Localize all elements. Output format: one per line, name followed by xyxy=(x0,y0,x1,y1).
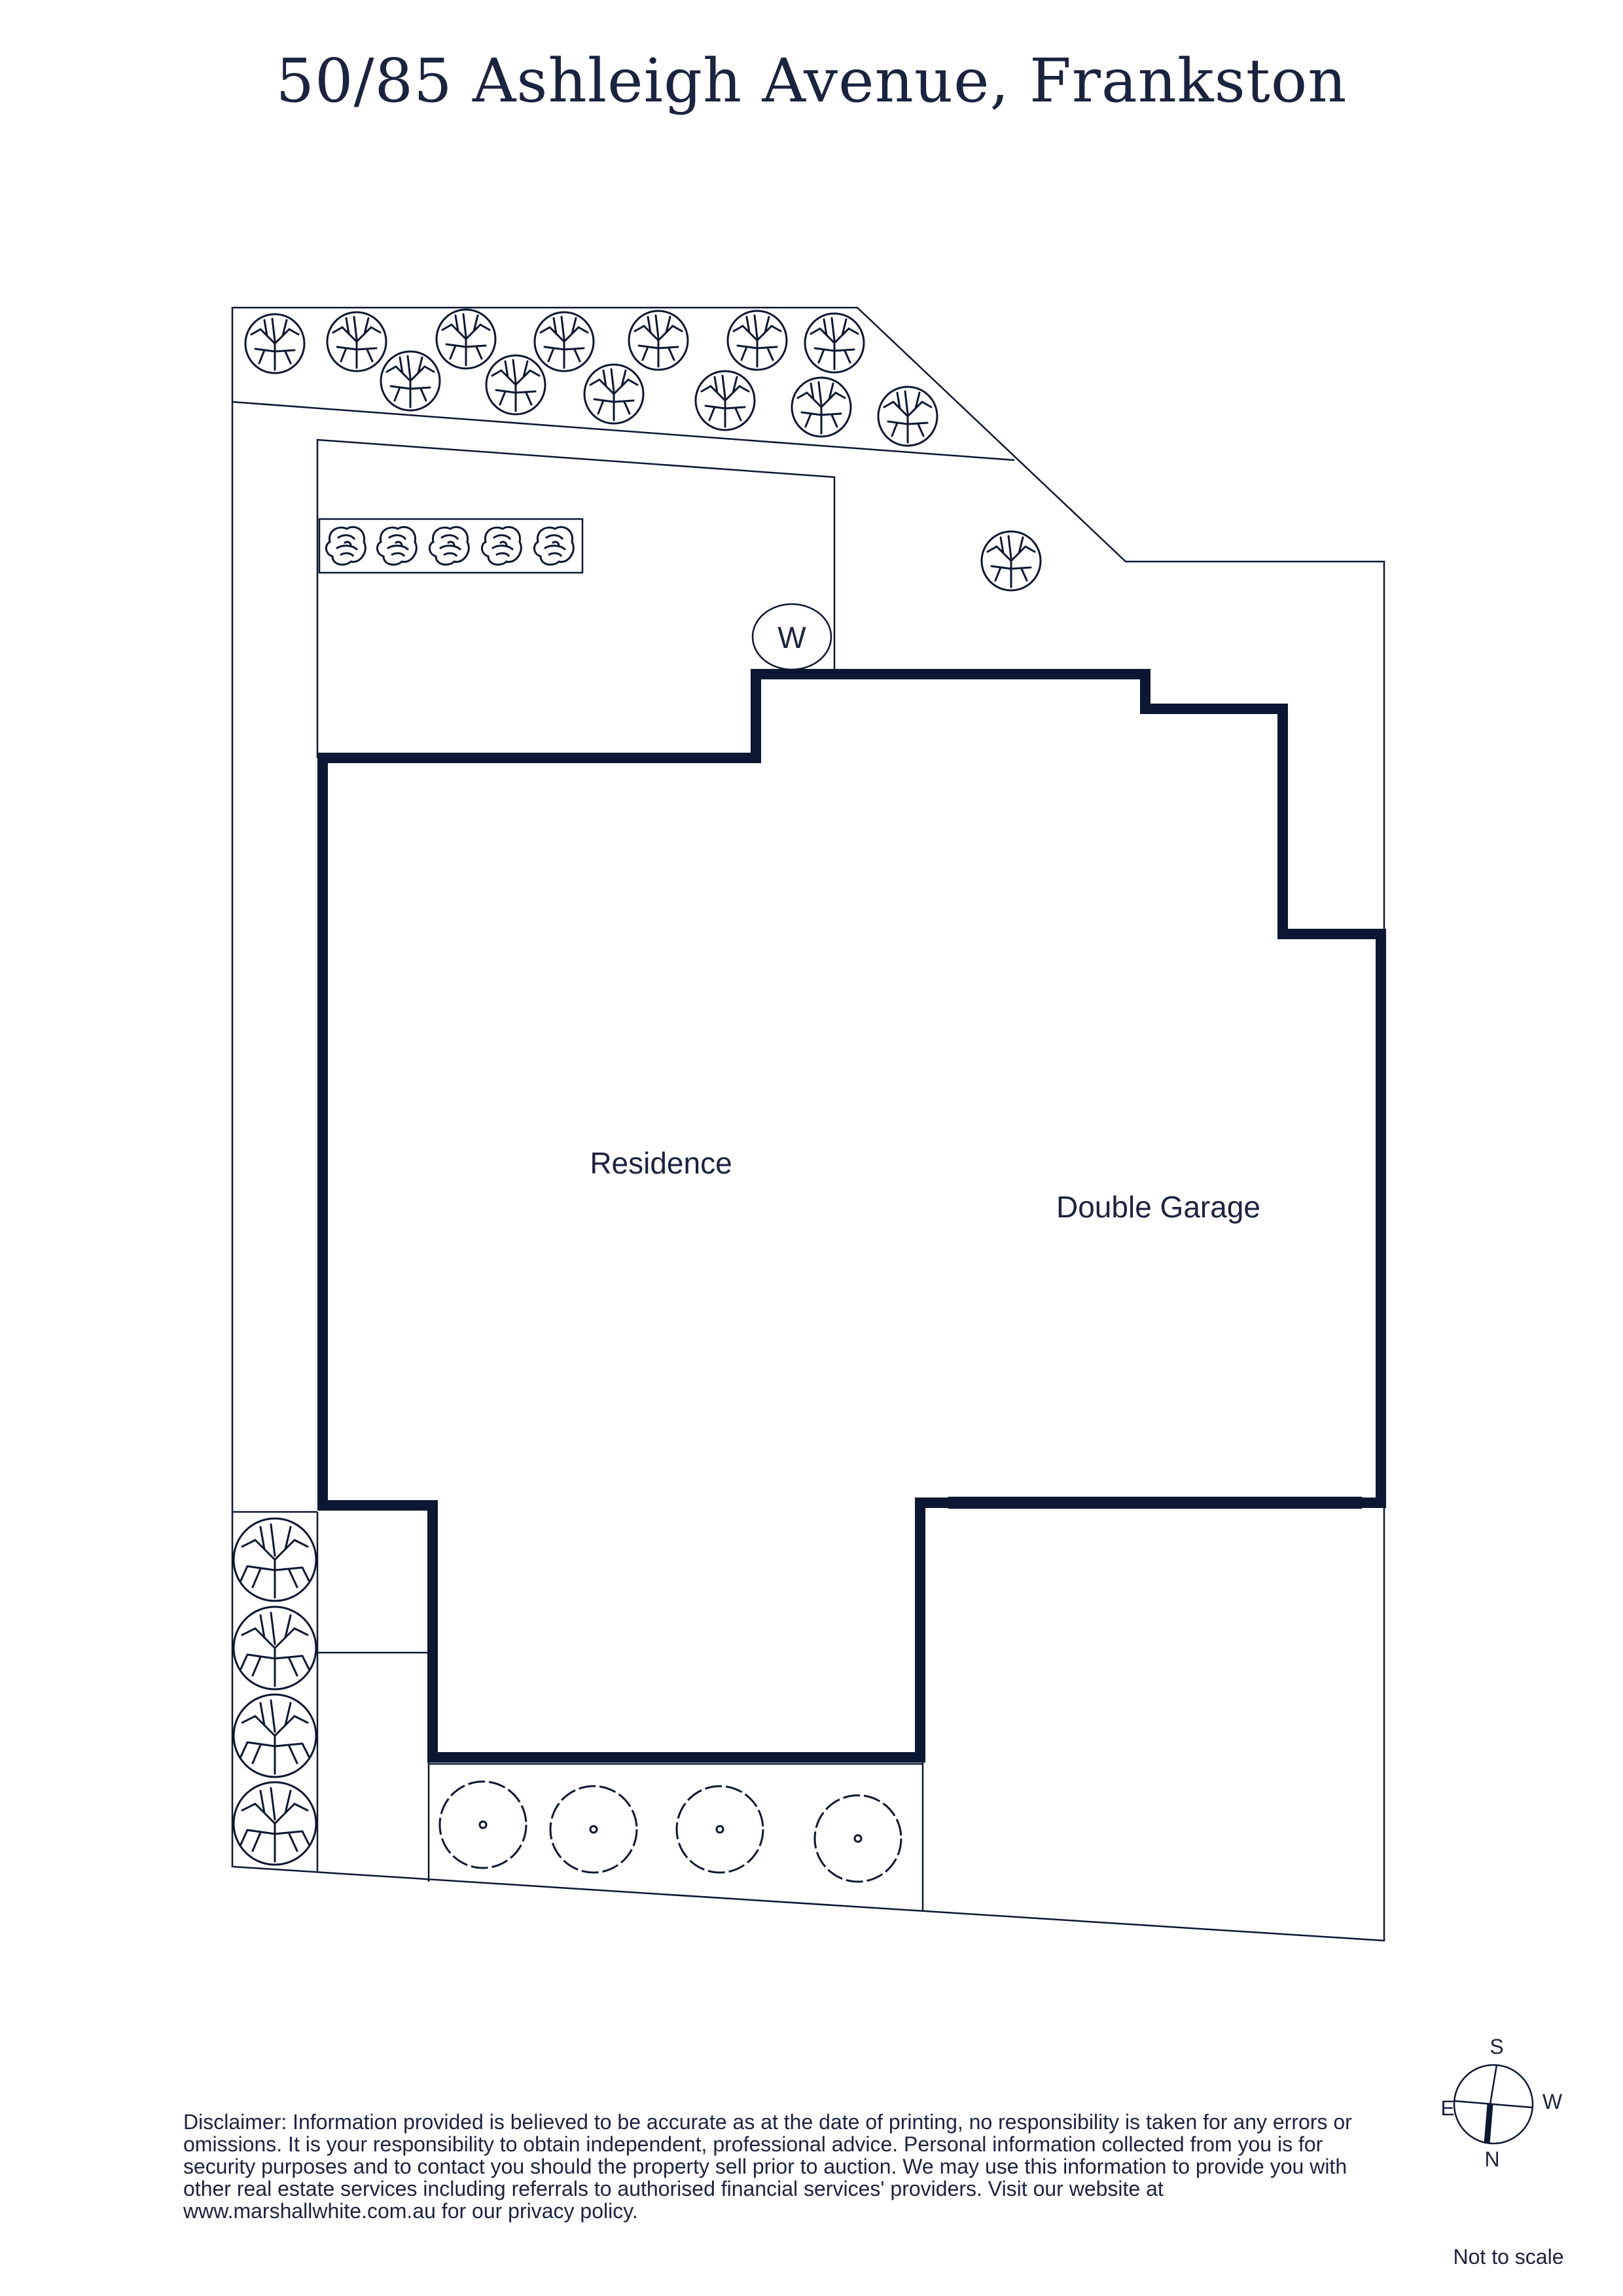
compass-east: E xyxy=(1440,2096,1454,2120)
round-tree-icon xyxy=(549,1785,638,1874)
tree-icon xyxy=(232,1693,317,1778)
tree-icon xyxy=(791,376,852,438)
rear-strip-line xyxy=(232,401,1015,461)
tree-icon xyxy=(628,310,689,371)
page-title: 50/85 Ashleigh Avenue, Frankston xyxy=(276,46,1347,116)
front-garden-bed xyxy=(427,1757,924,1911)
compass-west: W xyxy=(1543,2090,1563,2113)
site-boundary xyxy=(231,306,1385,1942)
shrub-icon xyxy=(533,526,575,566)
planter-shrubs xyxy=(325,526,575,566)
shrub-icon xyxy=(376,526,418,566)
tree-icon xyxy=(726,310,788,371)
tree-icon xyxy=(244,313,306,374)
water-tank xyxy=(751,603,832,671)
tree-icon xyxy=(232,1517,317,1602)
building-outline xyxy=(317,669,1386,1763)
tree-icon xyxy=(804,312,865,374)
round-tree-icon xyxy=(813,1794,902,1883)
compass-icon: S W E N xyxy=(1440,2035,1563,2171)
tree-icon xyxy=(380,350,441,412)
double-garage-label: Double Garage xyxy=(1056,1190,1260,1224)
tree-icon xyxy=(583,363,645,425)
tree-icon xyxy=(694,370,756,431)
scale-note: Not to scale xyxy=(1453,2245,1564,2269)
compass-north: N xyxy=(1484,2147,1499,2171)
tree-icon xyxy=(326,311,387,372)
shrub-icon xyxy=(428,526,470,566)
round-tree-icon xyxy=(438,1780,527,1869)
tree-icon xyxy=(232,1605,317,1691)
shrub-icon xyxy=(480,526,522,566)
residence-label: Residence xyxy=(590,1146,732,1180)
disclaimer-text: Disclaimer: Information provided is beli… xyxy=(183,2110,1352,2223)
tree-icon xyxy=(533,311,595,372)
compass-south: S xyxy=(1489,2035,1503,2058)
round-tree-icon xyxy=(675,1785,764,1874)
tree-icon xyxy=(877,386,938,447)
courtyard-outline xyxy=(316,439,836,758)
tree-icon xyxy=(485,354,546,416)
tree-icon xyxy=(232,1781,317,1866)
shrub-icon xyxy=(325,526,366,566)
tree-icon xyxy=(435,308,497,370)
planter-box xyxy=(318,518,584,574)
water-tank-label: W xyxy=(777,620,806,655)
side-trees xyxy=(232,1517,317,1866)
front-trees xyxy=(438,1780,902,1883)
tree-icon xyxy=(980,530,1042,592)
